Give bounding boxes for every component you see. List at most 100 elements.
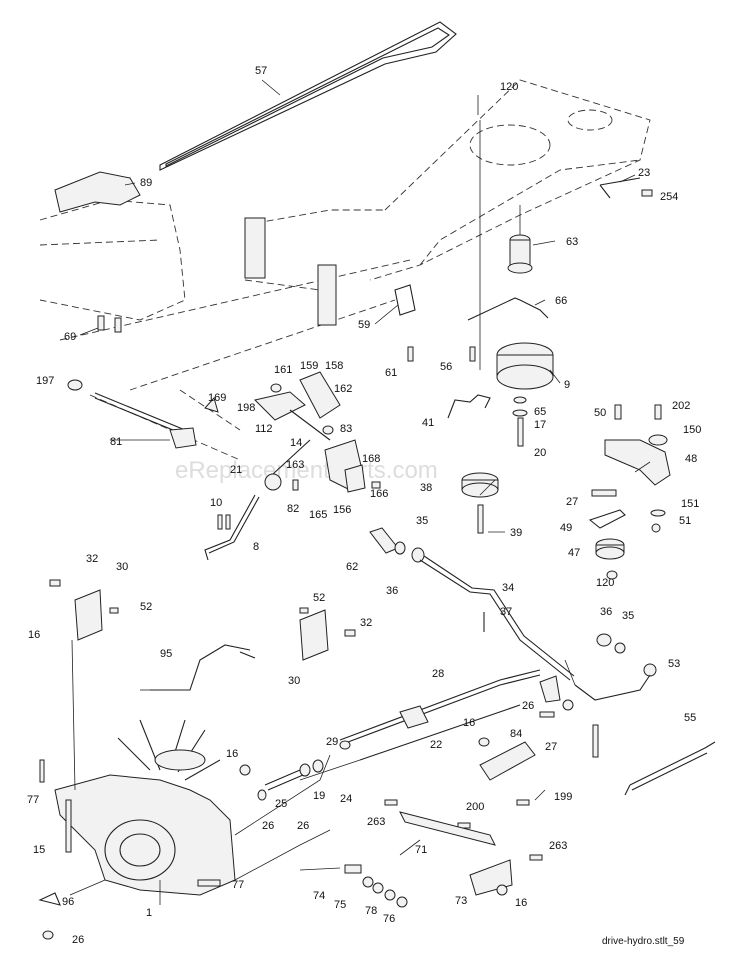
bracket-66 (467, 297, 549, 321)
spring-95 (239, 651, 256, 659)
bolt-199a (516, 799, 530, 806)
nut-29 (339, 740, 351, 750)
callout-112: 112 (255, 423, 273, 435)
bolt-254 (641, 189, 653, 197)
callout-52b: 52 (313, 592, 325, 604)
callout-49: 49 (560, 522, 572, 534)
callout-120b: 120 (596, 577, 614, 589)
callout-55: 55 (684, 712, 696, 724)
bolt-61 (407, 346, 414, 362)
callout-32b: 32 (360, 617, 372, 629)
callout-168: 168 (362, 453, 380, 465)
callout-labels: 57 120 89 23 254 63 66 59 69 61 56 9 197… (27, 65, 701, 946)
callout-38: 38 (420, 482, 432, 494)
callout-158: 158 (325, 360, 343, 372)
washer-17 (512, 409, 528, 417)
frame-bracket-left (244, 217, 266, 279)
handle-22 (399, 705, 429, 729)
spring-group (239, 759, 324, 801)
bracket-30a (49, 579, 119, 641)
watermark: eReplacementParts.com (175, 457, 438, 484)
callout-75: 75 (334, 899, 346, 911)
spring-55 (624, 741, 716, 796)
bolt-50 (614, 404, 622, 420)
callout-34: 34 (502, 582, 514, 594)
callout-78: 78 (365, 905, 377, 917)
control-bracket (264, 425, 381, 493)
callout-25: 25 (275, 798, 287, 810)
bracket-84 (479, 741, 536, 781)
callout-254: 254 (660, 191, 678, 203)
callout-21: 21 (230, 464, 242, 476)
callout-199: 199 (554, 791, 572, 803)
bolt-263b (529, 854, 543, 861)
callout-69: 69 (64, 331, 76, 343)
callout-24: 24 (340, 793, 352, 805)
callout-16b: 16 (463, 717, 475, 729)
shaft-34 (419, 555, 575, 681)
rod-53 (574, 674, 651, 701)
nut-16b (478, 737, 490, 747)
bolt-27a (591, 489, 617, 497)
washer-35a (394, 541, 406, 555)
callout-32a: 32 (86, 553, 98, 565)
rod-28 (339, 669, 541, 741)
clip-26d (42, 930, 54, 940)
callout-50: 50 (594, 407, 606, 419)
callout-120a: 120 (500, 81, 518, 93)
bracket-71 (399, 811, 496, 846)
callout-84: 84 (510, 728, 522, 740)
callout-66: 66 (555, 295, 567, 307)
washer-65 (513, 396, 527, 404)
callout-96: 96 (62, 896, 74, 908)
callout-27a: 27 (566, 496, 578, 508)
rod-28b (339, 674, 541, 746)
callout-23: 23 (638, 167, 650, 179)
callout-81: 81 (110, 436, 122, 448)
callout-26b: 26 (262, 820, 274, 832)
callout-151: 151 (681, 498, 699, 510)
bracket-41 (447, 394, 491, 419)
callout-74: 74 (313, 890, 325, 902)
callout-26d: 26 (72, 934, 84, 946)
callout-35b: 35 (622, 610, 634, 622)
callout-48: 48 (685, 453, 697, 465)
callout-19: 19 (313, 790, 325, 802)
washer-36a (411, 547, 425, 563)
bracket-49 (588, 509, 626, 529)
callout-161: 161 (274, 364, 292, 376)
callout-165: 165 (309, 509, 327, 521)
callout-169: 169 (208, 392, 226, 404)
callout-10: 10 (210, 497, 222, 509)
bushing-62 (369, 527, 399, 554)
callout-57: 57 (255, 65, 267, 77)
hardware-stack (344, 864, 408, 908)
callout-30b: 30 (288, 675, 300, 687)
callout-56: 56 (440, 361, 452, 373)
pulley-47 (595, 538, 625, 560)
callout-47: 47 (568, 547, 580, 559)
callout-62: 62 (346, 561, 358, 573)
bolt-56 (469, 346, 476, 362)
axle-15 (65, 799, 72, 853)
callout-63: 63 (566, 236, 578, 248)
rod-77a (39, 759, 45, 783)
callout-36a: 36 (386, 585, 398, 597)
callout-73: 73 (455, 895, 467, 907)
nut-120b (606, 570, 618, 580)
idler-arm-150 (604, 439, 671, 486)
callout-198: 198 (237, 402, 255, 414)
callout-61: 61 (385, 367, 397, 379)
callout-263a: 263 (367, 816, 385, 828)
callout-77a: 77 (27, 794, 39, 806)
callout-156: 156 (333, 504, 351, 516)
callout-95: 95 (160, 648, 172, 660)
pulley-63 (507, 234, 533, 274)
callout-39: 39 (510, 527, 522, 539)
callout-26a: 26 (522, 700, 534, 712)
callout-52a: 52 (140, 601, 152, 613)
nut-16d (496, 884, 508, 896)
callout-166: 166 (370, 488, 388, 500)
callout-28: 28 (432, 668, 444, 680)
